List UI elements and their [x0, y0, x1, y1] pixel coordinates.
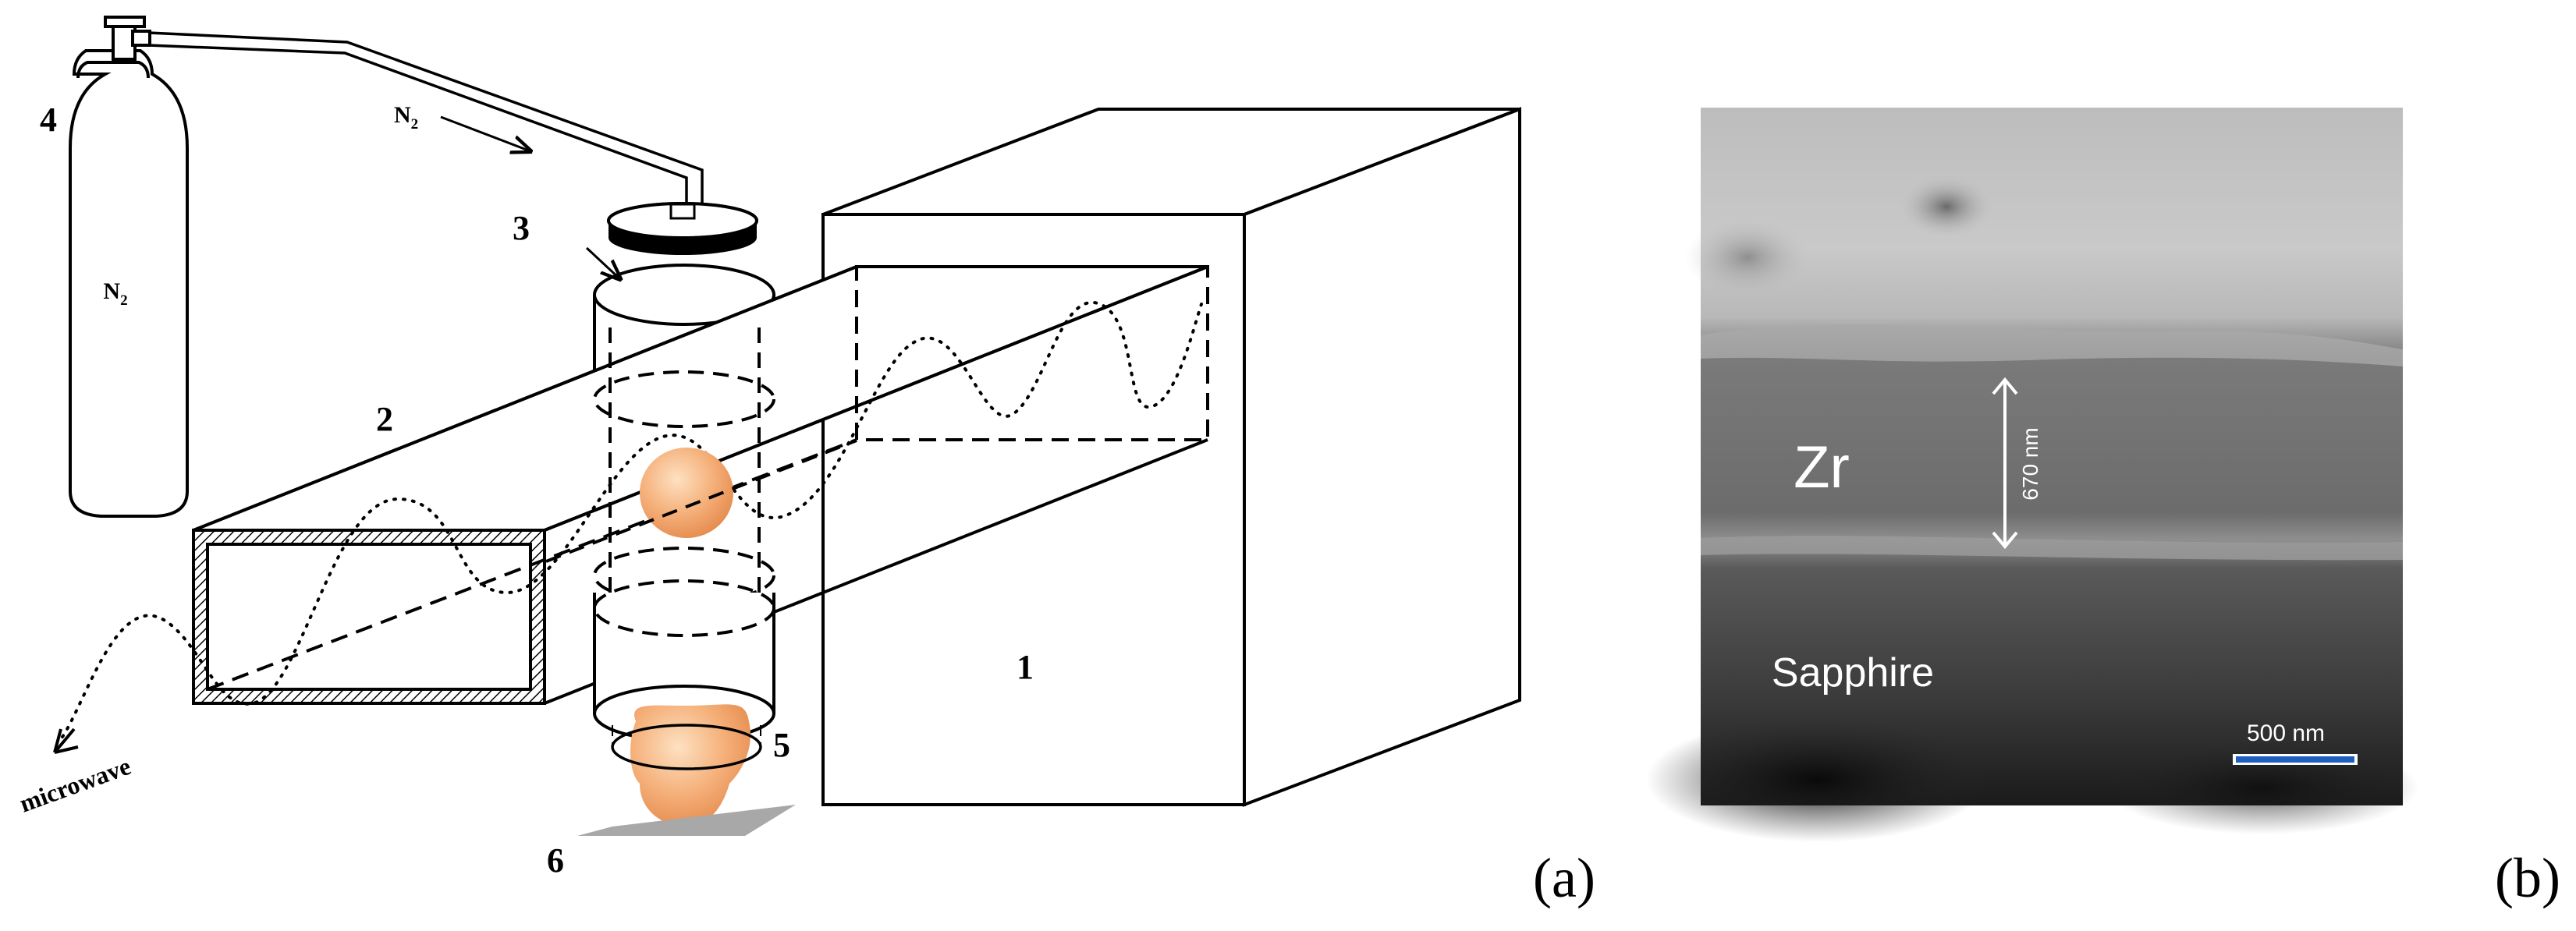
thickness-arrow — [1992, 377, 2018, 550]
scalebar-fill — [2236, 756, 2354, 763]
nitrogen-cylinder — [69, 49, 189, 518]
sem-dark-region — [1646, 717, 1989, 842]
label-3-arrow — [585, 246, 620, 279]
quartz-tube-hidden — [545, 327, 857, 604]
component-label-2: 2 — [376, 400, 393, 438]
plasma-torch — [630, 704, 750, 827]
sem-interface-top — [1701, 324, 2403, 366]
component-label-6: 6 — [547, 841, 564, 880]
sem-haze-left — [1685, 218, 1810, 296]
component-label-5: 5 — [773, 726, 790, 764]
sem-interface-bottom — [1701, 536, 2403, 561]
label-cylinder-gas: N2 — [103, 278, 127, 309]
layer-label-sapphire: Sapphire — [1772, 650, 1934, 696]
tube-cap — [607, 202, 758, 255]
waveguide — [192, 265, 1209, 705]
thickness-label: 670 nm — [2018, 427, 2042, 500]
panel-b-label: (b) — [2495, 847, 2560, 909]
resonator-box — [821, 107, 1521, 807]
panel-a-label: (a) — [1533, 847, 1595, 909]
component-label-1: 1 — [1017, 648, 1034, 686]
flow-arrow — [440, 115, 530, 151]
sem-background — [1701, 108, 2403, 805]
label-flow-gas: N2 — [394, 102, 418, 133]
panel-b-sem-image: 670 nm Zr Sapphire 500 nm (b) — [1646, 108, 2560, 909]
tube-outlet-edges — [612, 725, 761, 747]
label-microwave: microwave — [16, 752, 134, 818]
gas-tube — [147, 31, 704, 211]
scalebar-label: 500 nm — [2247, 720, 2325, 746]
microwave-wave — [61, 300, 1203, 738]
layer-label-zr: Zr — [1794, 434, 1850, 501]
component-label-3: 3 — [513, 209, 530, 247]
component-label-4: 4 — [40, 101, 57, 139]
microwave-arrow-icon — [53, 727, 79, 754]
panel-a-diagram: N2 N2 microwave 1 2 3 4 5 6 (a) — [16, 16, 1595, 909]
sem-particle — [1900, 175, 1993, 238]
cylinder-valve — [104, 16, 151, 61]
sample-stage — [577, 805, 796, 836]
